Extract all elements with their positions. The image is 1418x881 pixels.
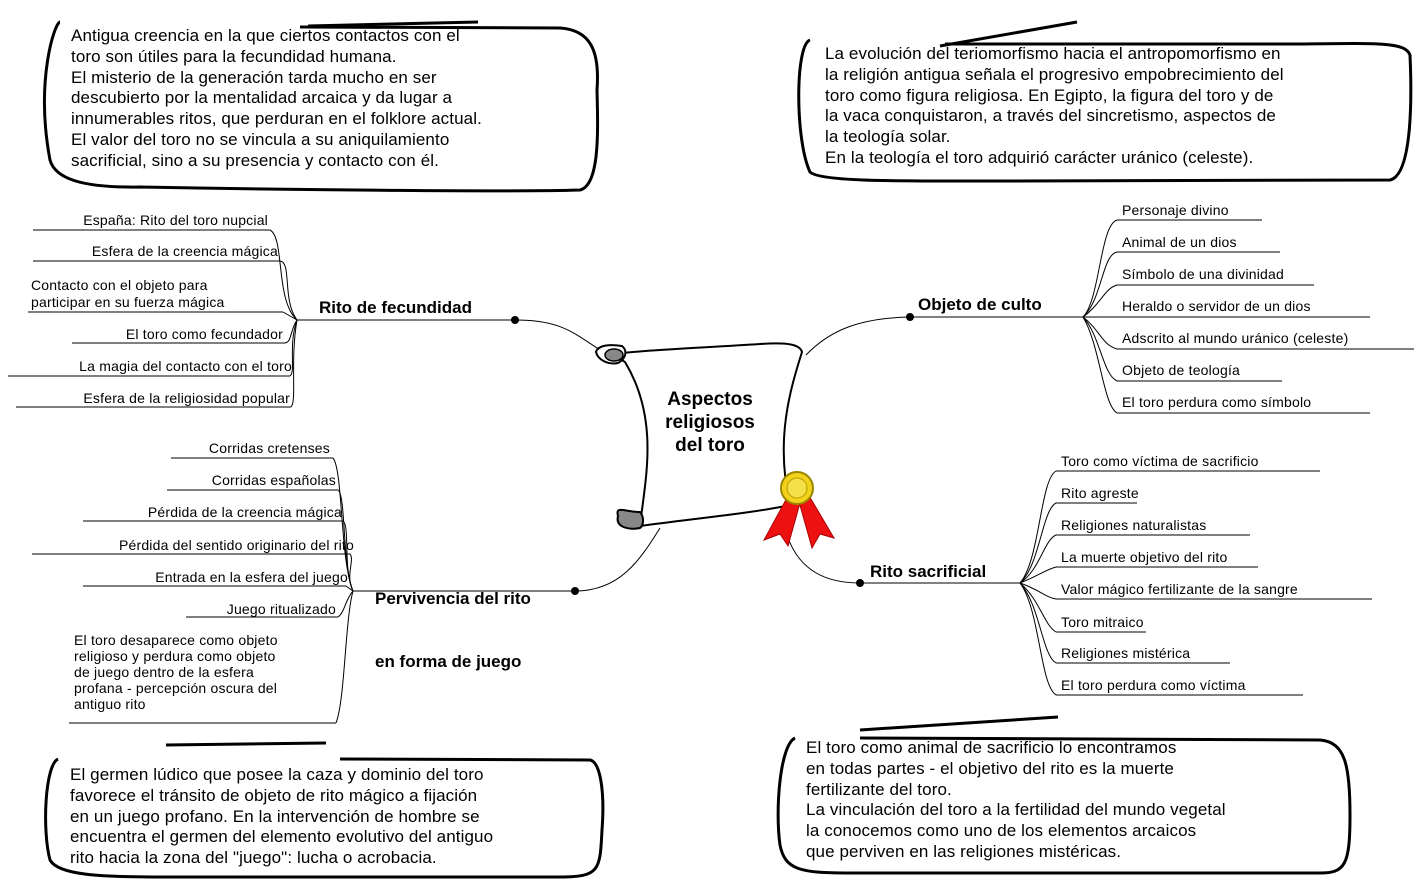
culto-item: Heraldo o servidor de un dios (1122, 298, 1311, 314)
note-top-right-bar (939, 20, 1078, 48)
branch-juego-title-line-2: en forma de juego (375, 652, 522, 671)
note-line: En la teología el toro adquirió carácter… (825, 147, 1254, 167)
note-top-left-bar (307, 20, 479, 28)
fecundidad-connectors (8, 229, 609, 408)
note-line: encuentra el germen del elemento evoluti… (70, 827, 494, 847)
sacrificial-connectors (787, 470, 1372, 696)
note-line: la vaca conquistaron, a través del sincr… (825, 106, 1276, 126)
note-line: El toro como animal de sacrificio lo enc… (806, 738, 1177, 757)
note-line: la teología solar. (825, 127, 951, 147)
juego-item: Entrada en la esfera del juego (155, 569, 348, 585)
note-line: descubierto por la mentalidad arcaica y … (71, 88, 453, 108)
central-topic: Aspectos religiosos del toro (645, 388, 775, 457)
juego-item: Corridas españolas (211, 472, 336, 488)
culto-item: El toro perdura como símbolo (1122, 394, 1312, 410)
fecundidad-dot (511, 316, 519, 324)
note-line: en un juego profano. En la intervención … (70, 806, 480, 826)
sacrificial-dot (856, 579, 864, 587)
note-top-left: Antigua creencia en la que ciertos conta… (71, 26, 482, 172)
fecundidad-item: La magia del contacto con el toro (79, 358, 292, 374)
seal-inner (786, 477, 808, 499)
juego-item: Juego ritualizado (226, 601, 336, 617)
scroll-top-curl-inner (604, 348, 624, 362)
juego-long-item: El toro desaparece como objeto religioso… (74, 632, 278, 712)
sacrificial-item: El toro perdura como víctima (1061, 677, 1246, 693)
note-line: la religión antigua señala el progresivo… (825, 64, 1284, 84)
juego-item: Corridas cretenses (208, 440, 330, 456)
culto-connectors (805, 219, 1414, 414)
fecundidad-item: Esfera de la creencia mágica (91, 243, 278, 259)
sacrificial-item: Religiones mistérica (1061, 645, 1191, 661)
note-bottom-left-bar (165, 741, 327, 747)
note-bottom-right: El toro como animal de sacrificio lo enc… (806, 738, 1226, 863)
branch-dots (511, 313, 914, 595)
juego-item: Pérdida del sentido originario del rito (118, 537, 354, 553)
juego-long-item-line: religioso y perdura como objeto (74, 648, 276, 664)
note-line: La evolución del teriomorfismo hacia el … (825, 44, 1281, 63)
fecundidad-item: participar en su fuerza mágica (31, 294, 225, 310)
juego-long-item-line: profana - percepción oscura del (74, 680, 278, 696)
juego-long-item-line: antiguo rito (74, 696, 146, 712)
juego-long-item-line: El toro desaparece como objeto (74, 632, 278, 648)
branch-juego-title: Pervivencia del rito en forma de juego (375, 546, 531, 693)
note-bubbles (43, 20, 1413, 879)
note-line: innumerables ritos, que perduran en el f… (71, 109, 482, 129)
branch-fecundidad-title: Rito de fecundidad (319, 298, 472, 317)
note-top-left-bubble (43, 20, 600, 193)
note-top-right: La evolución del teriomorfismo hacia el … (825, 44, 1284, 169)
central-scroll (594, 342, 836, 550)
culto-item: Objeto de teología (1122, 362, 1241, 378)
sacrificial-item: Toro como víctima de sacrificio (1061, 453, 1259, 469)
note-line: favorece el tránsito de objeto de rito m… (70, 785, 478, 805)
fecundidad-item: Contacto con el objeto para (31, 277, 208, 293)
note-line: El valor del toro no se vincula a su ani… (71, 129, 450, 149)
note-line: fertilizante del toro. (806, 779, 952, 799)
culto-item: Adscrito al mundo uránico (celeste) (1122, 330, 1349, 346)
culto-dot (906, 313, 914, 321)
note-bottom-left-bubble (44, 757, 605, 879)
note-line: Antigua creencia en la que ciertos conta… (71, 26, 460, 45)
sacrificial-item: La muerte objetivo del rito (1061, 549, 1228, 565)
juego-connectors (32, 457, 661, 724)
note-line: La vinculación del toro a la fertilidad … (806, 800, 1226, 820)
note-line: El misterio de la generación tarda mucho… (71, 67, 437, 87)
juego-long-item-line: de juego dentro de la esfera (74, 664, 254, 680)
note-line: toro como figura religiosa. En Egipto, l… (825, 85, 1274, 105)
note-line: toro son útiles para la fecundidad human… (71, 46, 397, 66)
central-topic-line-1: Aspectos (667, 389, 753, 410)
note-line: en todas partes - el objetivo del rito e… (806, 758, 1174, 778)
culto-item: Personaje divino (1122, 202, 1229, 218)
note-line: que perviven en las religiones mistérica… (806, 841, 1122, 861)
note-line: rito hacia la zona del "juego": lucha o … (70, 848, 437, 868)
scroll-bottom-curl (616, 508, 644, 530)
note-line: El germen lúdico que posee la caza y dom… (70, 765, 484, 784)
note-line: sacrificial, sino a su presencia y conta… (71, 150, 439, 170)
sacrificial-item: Rito agreste (1061, 485, 1139, 501)
note-bottom-left: El germen lúdico que posee la caza y dom… (70, 765, 493, 869)
sacrificial-item: Toro mitraico (1061, 614, 1144, 630)
note-bottom-right-bubble (776, 736, 1352, 875)
note-bottom-right-bar (859, 715, 1059, 732)
sacrificial-item: Valor mágico fertilizante de la sangre (1061, 581, 1298, 597)
note-top-right-bubble (797, 38, 1413, 183)
branch-culto-title: Objeto de culto (918, 295, 1042, 314)
culto-item: Símbolo de una divinidad (1122, 266, 1285, 282)
juego-item: Pérdida de la creencia mágica (147, 504, 342, 520)
sacrificial-item: Religiones naturalistas (1061, 517, 1207, 533)
culto-item: Animal de un dios (1122, 234, 1237, 250)
juego-dot (571, 587, 579, 595)
branch-juego-title-line-1: Pervivencia del rito (375, 589, 531, 608)
central-topic-line-3: del toro (675, 435, 745, 456)
fecundidad-item: Esfera de la religiosidad popular (83, 390, 290, 406)
fecundidad-item: El toro como fecundador (125, 326, 283, 342)
fecundidad-item: España: Rito del toro nupcial (83, 212, 268, 228)
central-topic-line-2: religiosos (665, 412, 755, 433)
branch-sacrificial-title: Rito sacrificial (870, 562, 987, 581)
note-line: la conocemos como uno de los elementos a… (806, 821, 1197, 841)
